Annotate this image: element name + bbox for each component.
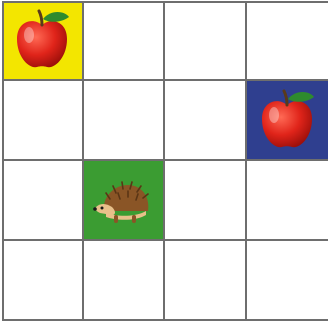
board-cell[interactable] bbox=[165, 161, 247, 241]
board-cell[interactable] bbox=[84, 81, 166, 161]
hedgehog-icon bbox=[90, 167, 156, 233]
board-cell[interactable] bbox=[165, 81, 247, 161]
board-cell[interactable] bbox=[247, 241, 329, 321]
board-cell[interactable] bbox=[247, 161, 329, 241]
board-cell[interactable] bbox=[247, 81, 329, 161]
board-cell[interactable] bbox=[247, 1, 329, 81]
board-cell[interactable] bbox=[84, 1, 166, 81]
board-cell[interactable] bbox=[2, 81, 84, 161]
board-cell[interactable] bbox=[165, 241, 247, 321]
board-cell[interactable] bbox=[2, 161, 84, 241]
board-cell[interactable] bbox=[84, 161, 166, 241]
apple-icon bbox=[9, 7, 75, 73]
board-cell[interactable] bbox=[84, 241, 166, 321]
board-cell[interactable] bbox=[2, 241, 84, 321]
apple-icon bbox=[254, 87, 320, 153]
board-cell[interactable] bbox=[165, 1, 247, 81]
board-cell[interactable] bbox=[2, 1, 84, 81]
